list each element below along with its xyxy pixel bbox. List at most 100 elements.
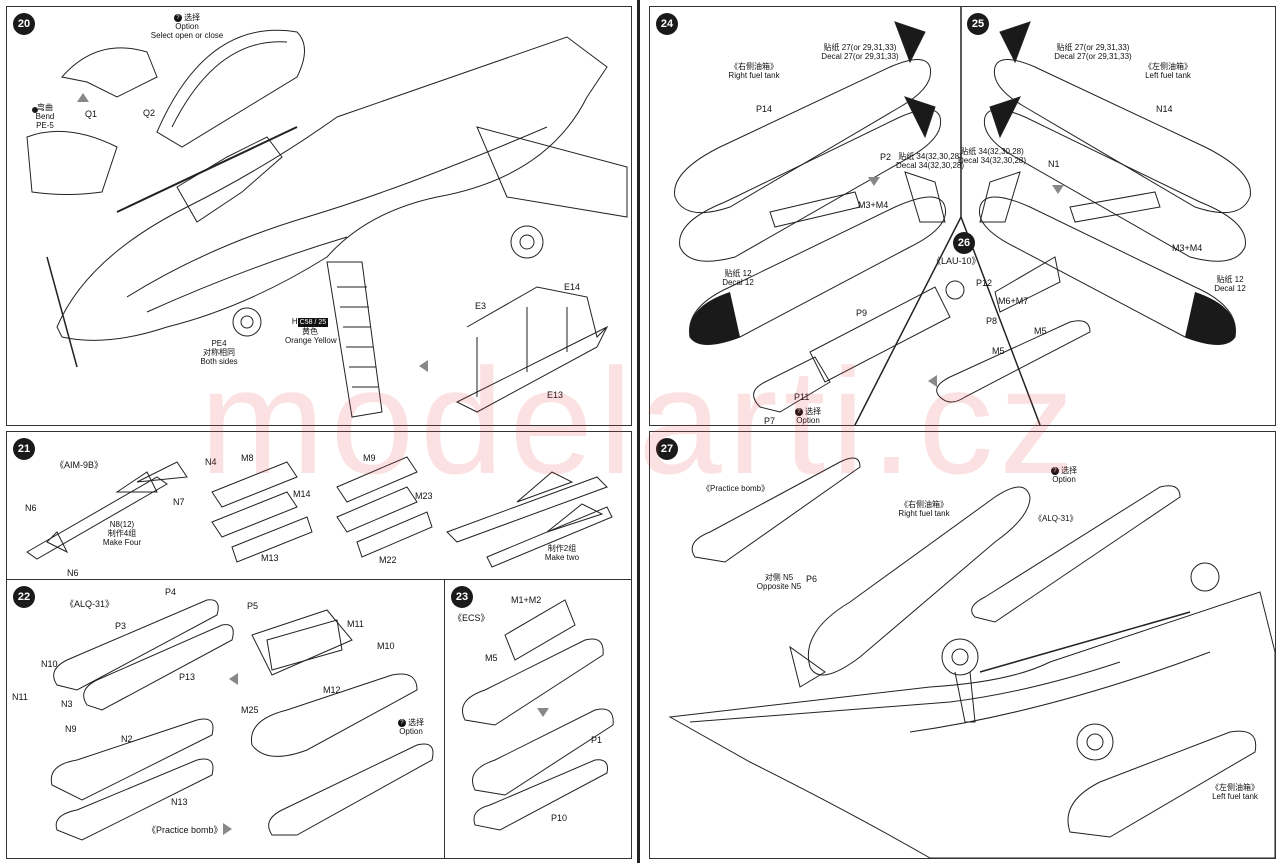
part-m5: M5 <box>485 653 498 663</box>
part-p1: P1 <box>591 735 603 745</box>
arrow-up-icon <box>77 93 89 102</box>
decal12-cn: 贴纸 12 <box>724 269 752 278</box>
right-tank-en: Right fuel tank <box>898 509 950 518</box>
step-23-panel: 23 《ECS》 M1+M2 M5 P1 P10 <box>444 579 632 859</box>
part-n11: N11 <box>12 692 28 702</box>
page-divider <box>637 0 640 863</box>
part-m11: M11 <box>347 619 364 629</box>
arrow-down-icon <box>868 177 880 186</box>
step-22-panel: 22 《ALQ-31》 P4 P5 P3 P13 N10 N11 N3 N9 M… <box>6 579 446 859</box>
decal12-en: Decal 12 <box>1214 284 1246 293</box>
part-p12: P12 <box>976 278 993 288</box>
bend-label: 弯曲 Bend PE-5 <box>25 103 65 130</box>
right-tank-en: Right fuel tank <box>728 71 780 80</box>
step-24-26-panel: 24 贴纸 27(or 29,31,33) Decal 27(or 29,31,… <box>649 6 1276 426</box>
part-m9: M9 <box>363 453 376 463</box>
part-q2: Q2 <box>143 108 156 118</box>
part-n7: N7 <box>173 497 185 507</box>
part-m3m4: M3+M4 <box>1172 243 1203 253</box>
right-tank-title: 《右侧油箱》 Right fuel tank <box>714 62 794 80</box>
decal-cn: 贴纸 27(or 29,31,33) <box>1056 43 1130 52</box>
both-sides-label: PE4 对称相同 Both sides <box>199 339 239 366</box>
decal-cn: 贴纸 27(or 29,31,33) <box>823 43 897 52</box>
decal12-cn: 贴纸 12 <box>1216 275 1244 284</box>
step-20-drawing <box>7 7 631 425</box>
part-n14: N14 <box>1156 104 1173 114</box>
arrow-left-icon <box>419 360 428 372</box>
part-p3: P3 <box>115 621 127 631</box>
left-tank-cn: 《左侧油箱》 <box>1211 783 1259 792</box>
option-label: ? 选择 Option <box>391 718 431 736</box>
step-25-decal-top: 贴纸 27(or 29,31,33) Decal 27(or 29,31,33) <box>1038 43 1148 61</box>
part-m12: M12 <box>323 685 341 695</box>
practice-bomb-title: 《Practice bomb》 <box>702 484 770 493</box>
step-number-badge: 23 <box>451 586 473 608</box>
part-m5-right: M5 <box>1034 326 1047 336</box>
make-two-cn: 制作2组 <box>547 544 577 553</box>
arrow-left-icon <box>928 375 937 387</box>
step-number-badge: 27 <box>656 438 678 460</box>
part-p5: P5 <box>247 601 259 611</box>
part-m13: M13 <box>261 553 279 563</box>
decal-mid-en: Decal 34(32,30,28) <box>895 161 965 170</box>
part-m10: M10 <box>377 641 395 651</box>
make-four-cn: 制作4组 <box>107 529 137 538</box>
part-pe5: PE-5 <box>36 121 54 130</box>
decal12-en: Decal 12 <box>722 278 754 287</box>
step-25-decal12: 贴纸 12 Decal 12 <box>1210 275 1250 293</box>
arrow-down-icon <box>537 708 549 717</box>
part-q1: Q1 <box>85 109 98 119</box>
left-tank-cn: 《左侧油箱》 <box>1144 62 1192 71</box>
right-tank-title: 《右侧油箱》 Right fuel tank <box>884 500 964 518</box>
ecs-title: 《ECS》 <box>453 613 490 623</box>
step-number-badge: 22 <box>13 586 35 608</box>
step-24-decal-top: 贴纸 27(or 29,31,33) Decal 27(or 29,31,33) <box>805 43 915 61</box>
left-tank-title: 《左侧油箱》 Left fuel tank <box>1200 783 1270 801</box>
option-icon: ? <box>173 13 182 22</box>
step-21-panel: 21 《AIM-9B》 N4 N7 N6 N8(12) 制作4组 Make Fo… <box>6 431 632 581</box>
arrow-down-icon <box>1052 185 1064 194</box>
right-tank-cn: 《右侧油箱》 <box>730 62 778 71</box>
part-n10: N10 <box>41 659 58 669</box>
part-p13: P13 <box>179 672 196 682</box>
step-24-decal12: 贴纸 12 Decal 12 <box>718 269 758 287</box>
step-27-drawing <box>650 432 1275 858</box>
option-en: Option <box>1052 475 1076 484</box>
part-e3: E3 <box>475 301 487 311</box>
step-25-decal-mid: 贴纸 34(32,30,28) Decal 34(32,30,28) <box>952 147 1032 165</box>
part-n13: N13 <box>171 797 188 807</box>
step-22-drawing <box>7 580 445 858</box>
part-p9: P9 <box>856 308 868 318</box>
part-p2: P2 <box>880 152 892 162</box>
part-m6m7: M6+M7 <box>998 296 1029 306</box>
part-m8: M8 <box>241 453 254 463</box>
step-20-panel: 20 ? 选择 Option Select open or close 弯曲 B… <box>6 6 632 426</box>
decal-en: Decal 27(or 29,31,33) <box>1054 52 1132 61</box>
step-21-drawing <box>7 432 631 580</box>
part-m25: M25 <box>241 705 259 715</box>
part-p7: P7 <box>764 416 776 426</box>
paint-en: Orange Yellow <box>285 336 337 345</box>
step-number-badge: 21 <box>13 438 35 460</box>
part-p10: P10 <box>551 813 568 823</box>
opposite-cn: 对侧 N5 <box>764 573 794 582</box>
part-m5-left: M5 <box>992 346 1005 356</box>
option-en: Option <box>399 727 423 736</box>
part-n9: N9 <box>65 724 77 734</box>
alq31-title: 《ALQ-31》 <box>65 599 115 609</box>
option-cn: 选择 <box>1061 466 1078 475</box>
arrow-right-icon <box>223 823 232 835</box>
option-cn: 选择 <box>184 13 201 22</box>
part-n8: N8(12) <box>109 520 135 529</box>
lau10-title: 《LAU-10》 <box>932 256 981 266</box>
both-en: Both sides <box>200 357 238 366</box>
select-text: Select open or close <box>150 31 224 40</box>
step-24-decal-mid: 贴纸 34(32,30,28) Decal 34(32,30,28) <box>895 152 965 170</box>
option-icon: ? <box>1050 466 1059 475</box>
option-label: ? 选择 Option <box>788 407 828 425</box>
alq31-title: 《ALQ-31》 <box>1034 514 1078 523</box>
part-p6: P6 <box>806 574 818 584</box>
part-n2: N2 <box>121 734 133 744</box>
arrow-left-icon <box>229 673 238 685</box>
